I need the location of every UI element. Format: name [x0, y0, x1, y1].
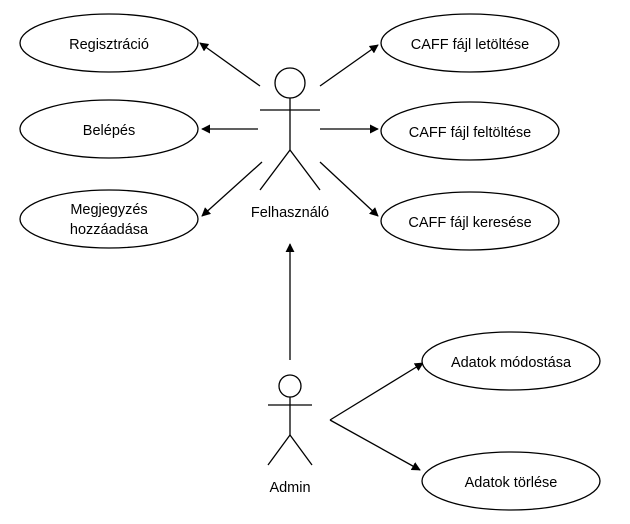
- use-case-caff-download[interactable]: CAFF fájl letöltése: [380, 13, 560, 73]
- use-case-login[interactable]: Belépés: [19, 99, 199, 159]
- use-case-caff-upload-ellipse: [380, 101, 560, 161]
- actor-user-label: Felhasználó: [251, 205, 329, 221]
- actor-user[interactable]: Felhasználó: [251, 67, 329, 221]
- use-case-caff-search[interactable]: CAFF fájl keresése: [380, 191, 560, 251]
- use-case-add-note-label-line2: hozzáadása: [70, 222, 149, 238]
- use-case-add-note-label-line1: Megjegyzés: [70, 202, 147, 218]
- actor-user-right-leg: [289, 149, 321, 191]
- use-case-registration-ellipse: [19, 13, 199, 73]
- actor-admin-right-leg: [289, 434, 313, 466]
- use-case-data-edit-ellipse: [421, 331, 601, 391]
- use-case-data-delete-label: Adatok törlése: [465, 475, 558, 491]
- use-case-caff-download-label: CAFF fájl letöltése: [411, 37, 529, 53]
- association-admin-data-delete: [329, 419, 421, 471]
- association-user-add-note: [201, 161, 263, 217]
- actor-admin-left-leg: [267, 434, 291, 466]
- use-case-registration-label: Regisztráció: [69, 37, 149, 53]
- actor-admin[interactable]: Admin: [267, 374, 313, 496]
- use-case-caff-search-ellipse: [380, 191, 560, 251]
- use-case-registration[interactable]: Regisztráció: [19, 13, 199, 73]
- association-admin-data-edit: [329, 362, 424, 421]
- association-user-caff-search: [319, 161, 379, 217]
- use-case-add-note[interactable]: Megjegyzés hozzáadása: [19, 189, 199, 249]
- actor-admin-label: Admin: [269, 480, 310, 496]
- use-case-caff-upload-label: CAFF fájl feltöltése: [409, 125, 532, 141]
- use-case-login-label: Belépés: [83, 123, 135, 139]
- use-case-caff-download-ellipse: [380, 13, 560, 73]
- use-case-caff-upload[interactable]: CAFF fájl feltöltése: [380, 101, 560, 161]
- use-case-data-edit-label: Adatok módostása: [451, 355, 572, 371]
- use-case-data-delete-ellipse: [421, 451, 601, 511]
- association-user-registration: [199, 42, 261, 87]
- actor-user-head: [274, 67, 306, 99]
- actor-user-left-leg: [259, 149, 291, 191]
- association-user-caff-download: [319, 44, 379, 87]
- use-case-data-delete[interactable]: Adatok törlése: [421, 451, 601, 511]
- use-case-add-note-ellipse: [19, 189, 199, 249]
- use-case-data-edit[interactable]: Adatok módostása: [421, 331, 601, 391]
- use-case-login-ellipse: [19, 99, 199, 159]
- associations: [199, 42, 424, 471]
- use-case-caff-search-label: CAFF fájl keresése: [408, 215, 531, 231]
- actor-admin-head: [278, 374, 302, 398]
